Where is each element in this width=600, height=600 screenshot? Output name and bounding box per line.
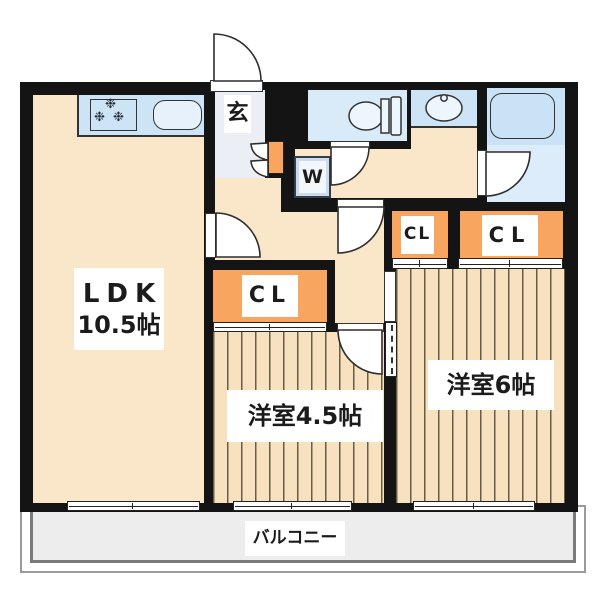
ldk-window — [67, 501, 200, 511]
washroom-door-leaf — [337, 199, 384, 212]
large-closet-sliding-door — [458, 258, 563, 269]
bathroom-lower — [487, 145, 565, 202]
bathroom-door-opening — [477, 150, 487, 196]
ldk-area: 10.5帖 — [77, 311, 161, 340]
washbasin-counter — [411, 90, 477, 128]
entrance-door-arc — [213, 33, 262, 82]
bedroom-large-sliding-door — [385, 322, 397, 377]
ldk-name: LDK — [82, 278, 163, 309]
stove-burner-icon: ❉ — [113, 110, 124, 125]
bedroom-large-window — [413, 501, 535, 511]
toilet-room — [308, 90, 407, 141]
entrance-label: 玄 — [224, 95, 251, 133]
hall-closet-sliding-door — [213, 322, 327, 332]
shoe-cabinet — [268, 141, 284, 174]
bedroom-small-window — [233, 501, 352, 511]
washroom-floor-right — [411, 128, 477, 149]
entrance-door-threshold — [210, 80, 263, 92]
bedroom-small-door-leaf — [337, 323, 384, 332]
stove-burner-icon: ❉ — [105, 97, 116, 112]
bedroom-large-door-opening — [384, 271, 396, 322]
kitchen-sink — [153, 100, 202, 130]
bedroom-large-label: 洋室6帖 — [428, 360, 554, 410]
ldk-label: LDK 10.5帖 — [74, 268, 164, 350]
toilet-door-leaf — [330, 141, 370, 149]
corridor — [335, 260, 384, 323]
bathtub — [490, 93, 555, 139]
stove — [90, 99, 137, 131]
small-closet-label: CL — [401, 216, 434, 254]
stove-burner-icon: ❉ — [94, 110, 105, 125]
ldk-door-leaf — [205, 213, 216, 258]
bedroom-small-label: 洋室4.5帖 — [227, 390, 383, 442]
hallway-strip — [281, 212, 384, 260]
hallway-under-genkan — [215, 178, 281, 260]
hall-closet-label: CL — [242, 275, 298, 317]
washing-machine: W — [294, 156, 331, 198]
small-closet-sliding-door — [392, 258, 448, 269]
large-closet-label: CL — [482, 215, 538, 256]
balcony-label: バルコニー — [245, 521, 345, 556]
